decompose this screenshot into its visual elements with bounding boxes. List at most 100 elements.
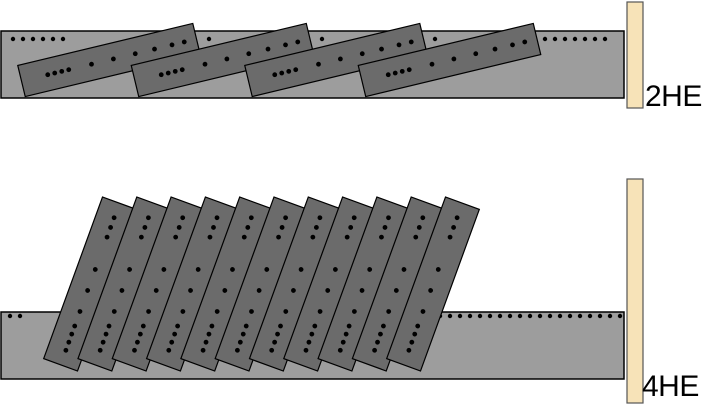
mounting-hole	[224, 56, 230, 62]
mounting-hole	[382, 225, 388, 230]
mounting-hole	[351, 215, 357, 221]
mounting-hole	[401, 267, 407, 272]
mounting-hole	[275, 331, 280, 337]
mounting-hole	[200, 347, 206, 353]
mounting-hole	[206, 331, 212, 337]
mounting-hole	[348, 225, 354, 230]
rail-hole	[527, 313, 533, 319]
mounting-hole	[343, 331, 349, 337]
rail-hole	[537, 313, 543, 319]
mounting-hole	[351, 309, 357, 314]
rail-hole	[572, 36, 578, 42]
rail-hole	[30, 36, 36, 42]
mounting-hole	[306, 339, 312, 345]
mounting-hole	[359, 288, 365, 293]
mounting-hole	[386, 215, 391, 221]
mounting-hole	[346, 323, 352, 329]
mounting-hole	[420, 215, 426, 221]
mounting-hole	[127, 267, 132, 272]
tilted-module	[244, 22, 428, 98]
mounting-hole	[52, 70, 58, 76]
mounting-hole	[420, 309, 426, 314]
rail-hole	[319, 36, 325, 42]
mounting-hole	[166, 347, 172, 353]
mounting-hole	[89, 61, 94, 67]
mounting-hole	[454, 215, 460, 221]
mounting-hole	[310, 234, 316, 240]
mounting-hole	[214, 309, 220, 314]
mounting-hole	[265, 46, 271, 52]
mounting-hole	[337, 347, 343, 353]
mounting-hole	[303, 347, 309, 353]
rail-hole	[597, 313, 603, 319]
mounting-hole	[69, 331, 75, 337]
mounting-hole	[137, 331, 143, 337]
mounting-hole	[172, 331, 178, 337]
mounting-hole	[269, 347, 275, 353]
mounting-hole	[230, 267, 235, 272]
mounting-hole	[179, 67, 185, 73]
mounting-hole	[406, 67, 412, 73]
mounting-hole	[413, 234, 419, 240]
mounting-hole	[313, 225, 319, 230]
mounting-hole	[214, 215, 220, 221]
mounting-hole	[142, 225, 148, 230]
mounting-hole	[146, 215, 151, 221]
mounting-hole	[222, 288, 228, 293]
mounting-hole	[77, 309, 83, 314]
mounting-hole	[169, 42, 175, 48]
mounting-hole	[399, 68, 405, 74]
rail-hole	[60, 36, 66, 42]
mounting-hole	[245, 225, 251, 230]
mounting-hole	[241, 234, 247, 240]
mounting-hole	[367, 267, 373, 272]
mounting-hole	[243, 323, 249, 329]
mounting-hole	[447, 234, 453, 240]
tilted-module	[283, 196, 378, 372]
mounting-hole	[428, 288, 434, 293]
mounting-hole	[295, 39, 301, 45]
module-body	[357, 22, 542, 98]
rail-hole	[477, 313, 483, 319]
mounting-hole	[396, 42, 402, 48]
mounting-hole	[72, 323, 78, 329]
mounting-hole	[435, 267, 441, 272]
mounting-hole	[104, 234, 110, 240]
rail-hole	[447, 313, 453, 319]
mounting-hole	[202, 61, 208, 67]
mounting-hole	[132, 347, 137, 353]
mounting-hole	[276, 234, 281, 240]
mounting-hole	[119, 288, 125, 293]
end-stop	[626, 1, 644, 109]
mounting-hole	[492, 46, 498, 52]
label-4he: 4HE	[642, 370, 699, 403]
mounting-hole	[195, 267, 201, 272]
rail-hole	[50, 36, 56, 42]
mounting-hole	[161, 267, 167, 272]
mounting-hole	[379, 46, 384, 52]
tilted-module	[317, 196, 412, 372]
mounting-hole	[158, 72, 164, 78]
mounting-hole	[240, 331, 246, 337]
mounting-hole	[312, 323, 318, 329]
rail-hole	[206, 36, 212, 42]
mounting-hole	[359, 51, 365, 57]
mounting-hole	[92, 267, 98, 272]
mounting-hole	[409, 339, 415, 345]
mounting-hole	[111, 215, 117, 221]
mounting-hole	[207, 234, 213, 240]
rail-hole	[602, 36, 608, 42]
mounting-hole	[103, 331, 109, 337]
mounting-hole	[85, 288, 91, 293]
mounting-hole	[152, 46, 157, 52]
rail-hole	[607, 313, 613, 319]
rail-hole	[587, 313, 593, 319]
mounting-hole	[272, 339, 278, 345]
mounting-hole	[138, 234, 144, 240]
mounting-hole	[248, 215, 254, 221]
rail-hole	[582, 36, 588, 42]
mounting-hole	[278, 323, 283, 329]
mounting-hole	[283, 42, 288, 48]
mounting-hole	[344, 234, 350, 240]
